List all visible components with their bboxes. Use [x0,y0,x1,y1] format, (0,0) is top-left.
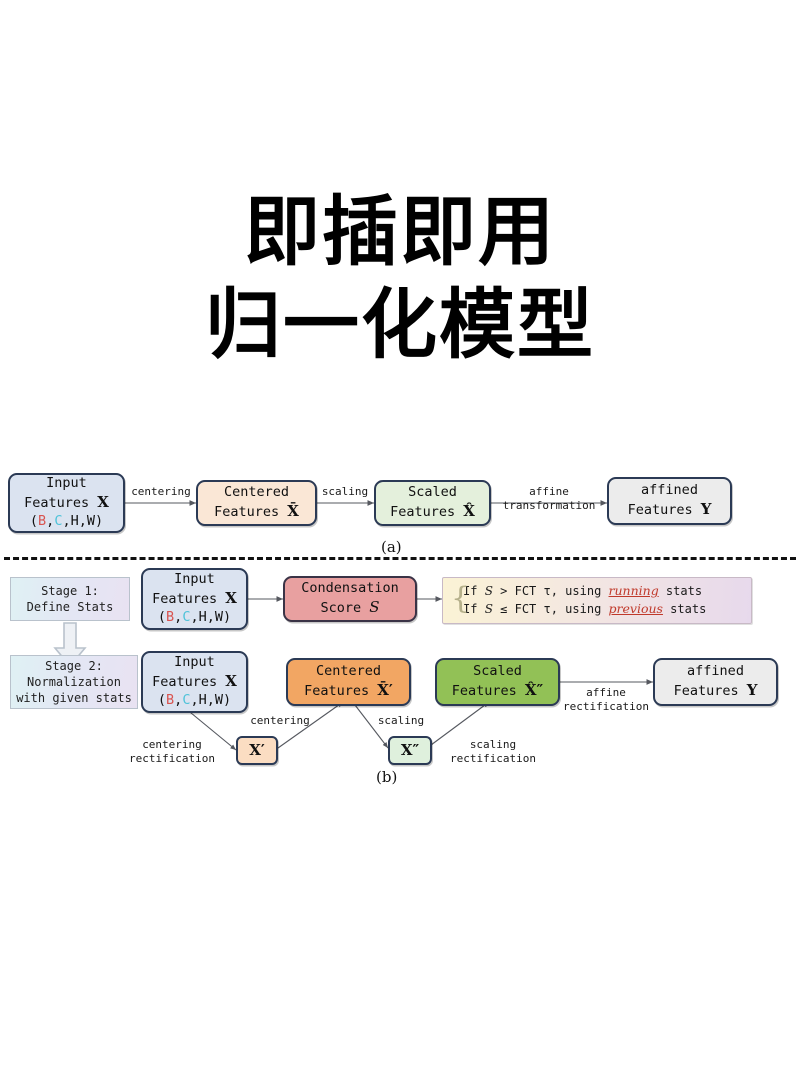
node-line-1: Input [46,475,87,492]
node-scaled-features-a: Scaled Features X̂ [374,480,491,526]
node-line-2: Features X [152,589,237,608]
edge-label-affine-rectification: affine rectification [552,686,660,714]
node-centered-features-b: Centered Features X̄′ [286,658,411,706]
node-line-1: Condensation [301,580,399,597]
title-line-2: 归一化模型 [205,279,595,369]
condition-emphasis-running: running [608,583,659,598]
edge-label-centering-a: centering [131,485,191,498]
node-line-2: Score S [320,598,380,616]
node-line-2: Features Y [627,500,712,518]
condition-line-2: If S ≤ FCT τ, using previous stats [463,601,707,617]
edge-label-line-1: affine [529,485,569,498]
edge-label-line-1: affine [586,686,626,699]
node-line-1: X′ [249,740,265,759]
stage-line-1: Stage 1: [41,583,99,598]
node-input-features-a: Input Features X (B,C,H,W) [8,473,125,533]
edge-label-scaling-a: scaling [321,485,369,498]
node-input-features-b-top: Input Features X (B,C,H,W) [141,568,248,630]
panel-tag-b: (b) [376,768,398,786]
edge-label-line-2: rectification [128,751,216,765]
node-x-prime: X′ [236,736,278,765]
node-line-2: Features X [24,493,109,512]
node-line-1: Input [174,654,215,671]
node-centered-features-a: Centered Features X̄ [196,480,317,526]
stage-line-3: with given stats [16,691,132,706]
panel-tag-a: (a) [381,538,402,556]
node-line-2: Features X [152,672,237,691]
edge-label-scaling-rectification: scaling rectification [437,738,549,766]
node-line-1: affined [641,482,698,499]
node-condensation-score: Condensation Score S [283,576,417,622]
node-line-2: Features Y [673,681,758,699]
section-divider [4,557,796,560]
brace-icon: { [451,581,471,616]
node-input-features-b-bottom: Input Features X (B,C,H,W) [141,651,248,713]
edge-label-line-2: transformation [502,498,596,512]
node-line-1: affined [687,663,744,680]
title-line-1: 即插即用 [244,187,556,276]
node-line-2: Features X̂″ [451,681,544,699]
edge-label-centering-b: centering [250,714,310,727]
node-scaled-features-b: Scaled Features X̂″ [435,658,560,706]
stage-line-2: Define Stats [26,600,114,614]
stage-line-2: Normalization [27,674,121,689]
node-line-1: Scaled [408,484,457,501]
node-x-double-prime: X″ [388,736,432,765]
stage-2-box: Stage 2: Normalization with given stats [10,655,138,709]
node-line-3: (B,C,H,W) [157,608,232,625]
edge-label-line-1: centering [142,738,202,751]
edge-label-line-1: scaling [469,738,517,751]
node-line-1: Centered [315,663,382,680]
node-affined-features-a: affined Features Y [607,477,732,525]
edge-label-line-2: rectification [562,699,650,713]
node-line-2: Features X̂ [390,502,475,520]
stage-line-1: Stage 2: [45,658,103,673]
edge-label-line-2: rectification [449,751,537,765]
node-line-3: (B,C,H,W) [29,512,104,529]
condition-line-1: If S > FCT τ, using running stats [463,583,703,598]
page-title: 即插即用 归一化模型 [0,186,800,371]
edge-label-scaling-b: scaling [377,714,425,727]
edge-label-affine-transformation-a: affine transformation [494,485,604,513]
node-line-2: Features X̄ [214,502,299,520]
node-line-1: Input [174,571,215,588]
node-line-2: Features X̄′ [304,681,393,699]
node-line-1: X″ [400,740,420,759]
node-line-1: Scaled [473,663,522,680]
condition-rule-box: { If S > FCT τ, using running stats If S… [442,577,752,624]
edge-label-centering-rectification: centering rectification [116,738,228,766]
stage-1-box: Stage 1: Define Stats [10,577,130,621]
node-line-1: Centered [223,484,290,501]
figure-diagram: Input Features X (B,C,H,W) Centered Feat… [0,455,800,800]
node-line-3: (B,C,H,W) [157,691,232,708]
condition-emphasis-previous: previous [608,601,663,617]
node-affined-features-b: affined Features Y [653,658,778,706]
